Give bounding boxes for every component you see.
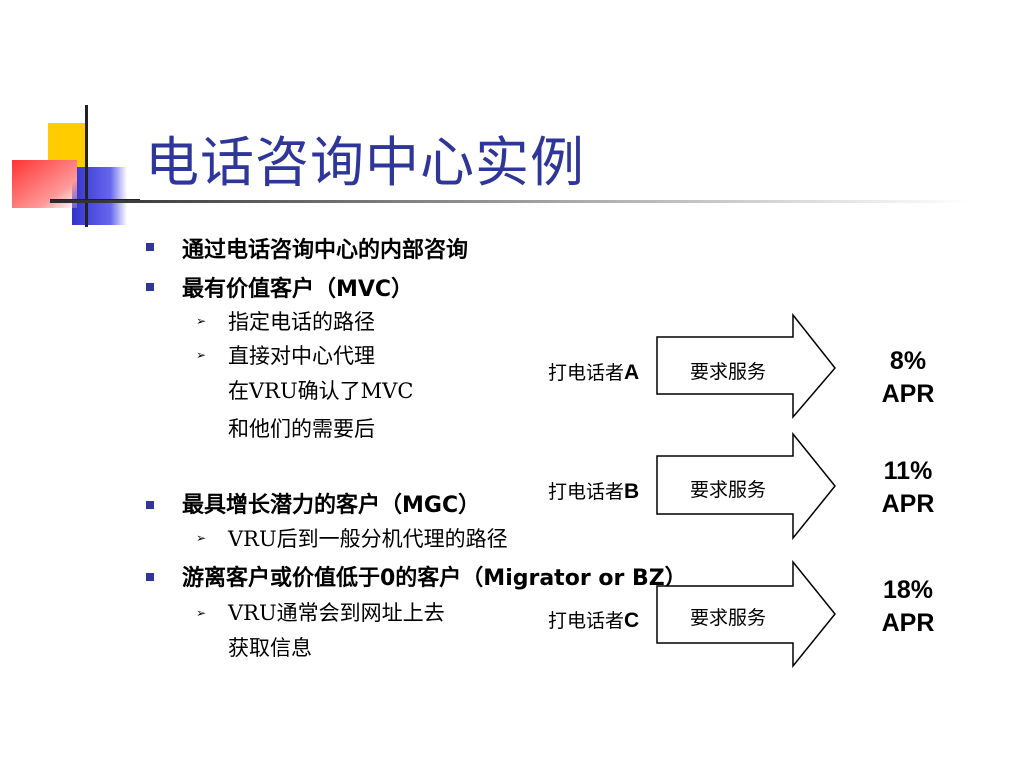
chevron-right-icon: ➢ — [196, 606, 207, 620]
bullet-square-icon — [146, 501, 154, 509]
sub-bullet-vru-general: VRU后到一般分机代理的路径 — [228, 527, 508, 551]
bullet-internal-consult: 通过电话咨询中心的内部咨询 — [182, 238, 469, 263]
sub-bullet-vru-web-line2: 获取信息 — [228, 636, 312, 660]
apr-value: 8% — [889, 347, 927, 375]
apr-label: APR — [881, 490, 935, 518]
bullet-migrator: 游离客户或价值低于0的客户（Migrator or BZ） — [182, 566, 687, 591]
bullet-mgc: 最具增长潜力的客户（MGC） — [182, 493, 481, 518]
bullet-square-icon — [146, 573, 154, 581]
slide-title: 电话咨询中心实例 — [145, 131, 585, 194]
arrow-shape-a — [656, 312, 836, 420]
arrow-shape-b — [656, 431, 836, 541]
bullet-mvc: 最有价值客户（MVC） — [182, 277, 414, 302]
sub-bullet-direct-agent-line2: 在VRU确认了MVC — [228, 379, 414, 403]
apr-c: 18% APR — [868, 574, 948, 640]
caller-prefix: 打电话者 — [548, 362, 625, 384]
caller-prefix: 打电话者 — [548, 481, 625, 503]
title-underline — [50, 200, 970, 203]
bullet-square-icon — [146, 283, 154, 291]
caller-a-label: 打电话者A — [548, 358, 639, 385]
apr-b: 11% APR — [868, 455, 948, 521]
caller-letter: C — [624, 609, 640, 632]
deco-vertical-line — [85, 105, 88, 227]
bullet-square-icon — [146, 243, 154, 251]
service-request-b: 要求服务 — [690, 479, 767, 501]
service-arrows — [656, 312, 836, 669]
chevron-right-icon: ➢ — [196, 531, 207, 545]
caller-prefix: 打电话者 — [548, 610, 625, 632]
apr-a: 8% APR — [868, 345, 948, 411]
deco-blue-square — [72, 167, 127, 225]
arrow-shape-c — [656, 559, 836, 669]
chevron-right-icon: ➢ — [196, 348, 207, 362]
apr-label: APR — [881, 609, 935, 637]
sub-bullet-direct-agent: 直接对中心代理 — [228, 344, 375, 368]
sub-bullet-route: 指定电话的路径 — [228, 310, 375, 334]
caller-c-label: 打电话者C — [548, 606, 639, 633]
apr-value: 18% — [882, 576, 934, 604]
chevron-right-icon: ➢ — [196, 314, 207, 328]
apr-label: APR — [881, 380, 935, 408]
caller-b-label: 打电话者B — [548, 477, 639, 504]
service-request-a: 要求服务 — [690, 361, 767, 383]
service-request-c: 要求服务 — [690, 607, 767, 629]
caller-letter: B — [624, 480, 640, 503]
corner-decoration — [0, 105, 140, 230]
caller-letter: A — [624, 361, 640, 384]
sub-bullet-vru-web: VRU通常会到网址上去 — [228, 601, 445, 625]
apr-value: 11% — [883, 457, 933, 485]
sub-bullet-direct-agent-line3: 和他们的需要后 — [228, 417, 375, 441]
